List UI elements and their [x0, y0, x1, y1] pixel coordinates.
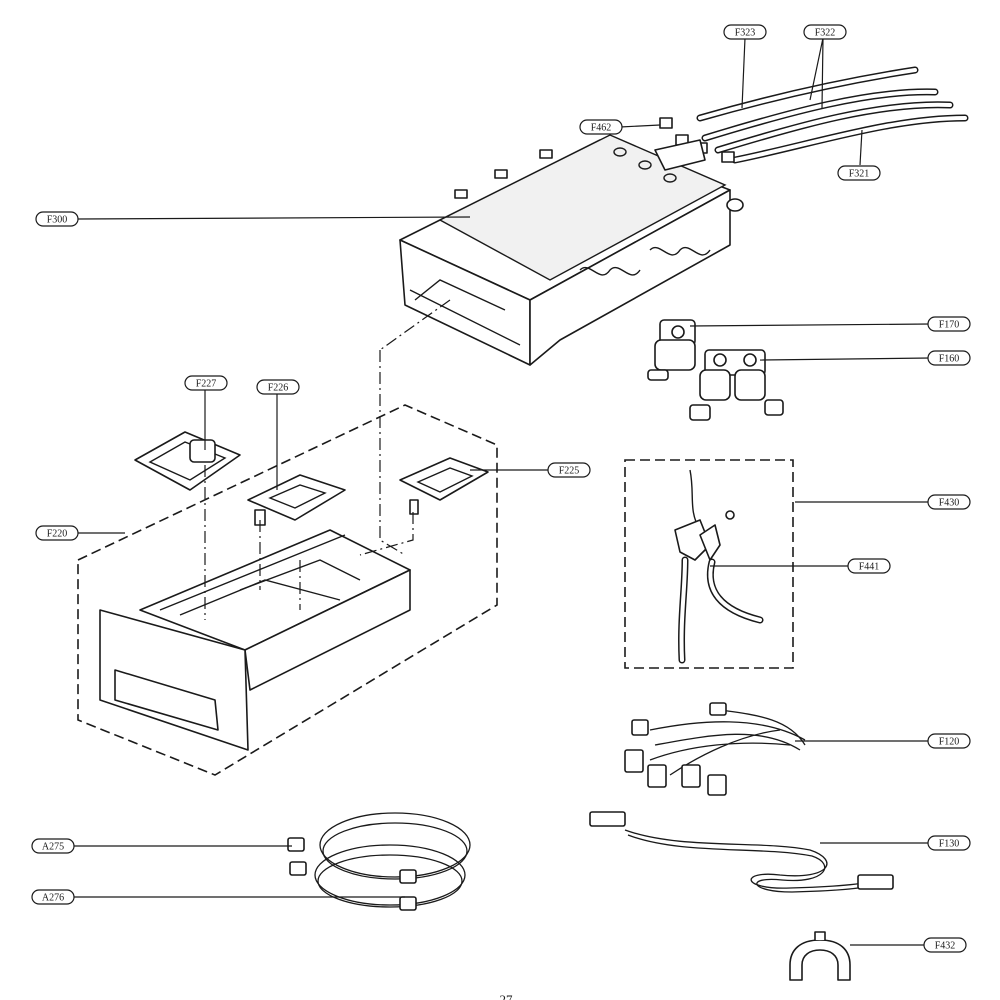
- svg-text:F322: F322: [815, 28, 836, 39]
- svg-text:F441: F441: [859, 562, 880, 573]
- page-number: 27: [500, 992, 514, 1000]
- callout-F226: F226: [256, 379, 300, 395]
- softener-cap: [134, 431, 241, 491]
- drain-hose-kit-outline: [624, 459, 794, 669]
- leader-F322: [809, 37, 824, 109]
- callout-F300: F300: [35, 211, 79, 227]
- svg-text:F300: F300: [47, 215, 68, 226]
- drain-hose: [674, 469, 764, 664]
- callout-F120: F120: [927, 733, 971, 749]
- svg-text:F160: F160: [939, 354, 960, 365]
- svg-text:F432: F432: [935, 941, 956, 952]
- callout-F323: F323: [723, 24, 767, 40]
- hose-guide-clamp: [789, 931, 851, 981]
- leader-F462: [619, 124, 661, 128]
- bleach-cover-plate: [247, 474, 346, 526]
- callout-F462: F462: [579, 119, 623, 135]
- coiled-cables: [287, 812, 471, 911]
- svg-text:F226: F226: [268, 383, 289, 394]
- leader-F160: [759, 357, 931, 361]
- prewash-cover: [399, 457, 489, 515]
- callout-F322: F322: [803, 24, 847, 40]
- svg-text:F227: F227: [196, 379, 217, 390]
- leader-F170: [689, 323, 931, 327]
- leader-F321: [859, 129, 863, 166]
- callout-F430: F430: [927, 494, 971, 510]
- main-wire-harness: [624, 702, 806, 796]
- water-valve-single: [647, 319, 696, 381]
- callout-F130: F130: [927, 835, 971, 851]
- svg-text:F323: F323: [735, 28, 756, 39]
- drawer-insert-guide: [379, 299, 451, 556]
- callout-F160: F160: [927, 350, 971, 366]
- drawer-assembly-outline: [77, 404, 498, 776]
- callout-F441: F441: [847, 558, 891, 574]
- callout-F225: F225: [547, 462, 591, 478]
- leader-F323: [741, 37, 746, 109]
- callout-F170: F170: [927, 316, 971, 332]
- svg-text:F130: F130: [939, 839, 960, 850]
- svg-text:F120: F120: [939, 737, 960, 748]
- leader-F300: [77, 216, 471, 220]
- callout-F227: F227: [184, 375, 228, 391]
- svg-text:F220: F220: [47, 529, 68, 540]
- callout-F220: F220: [35, 525, 79, 541]
- svg-text:F321: F321: [849, 169, 870, 180]
- detergent-drawer: [99, 529, 411, 751]
- inlet-hoses: [659, 66, 969, 164]
- water-valve-double: [689, 349, 784, 421]
- dispenser-housing: [399, 134, 744, 366]
- svg-text:F462: F462: [591, 123, 612, 134]
- svg-text:F225: F225: [559, 466, 580, 477]
- part-alignment-lines: [204, 465, 414, 620]
- sub-wire-harness: [589, 811, 894, 893]
- callout-A276: A276: [31, 889, 75, 905]
- svg-text:A276: A276: [42, 893, 64, 904]
- callout-F321: F321: [837, 165, 881, 181]
- callout-A275: A275: [31, 838, 75, 854]
- svg-text:F430: F430: [939, 498, 960, 509]
- svg-text:F170: F170: [939, 320, 960, 331]
- callout-F432: F432: [923, 937, 967, 953]
- svg-text:A275: A275: [42, 842, 64, 853]
